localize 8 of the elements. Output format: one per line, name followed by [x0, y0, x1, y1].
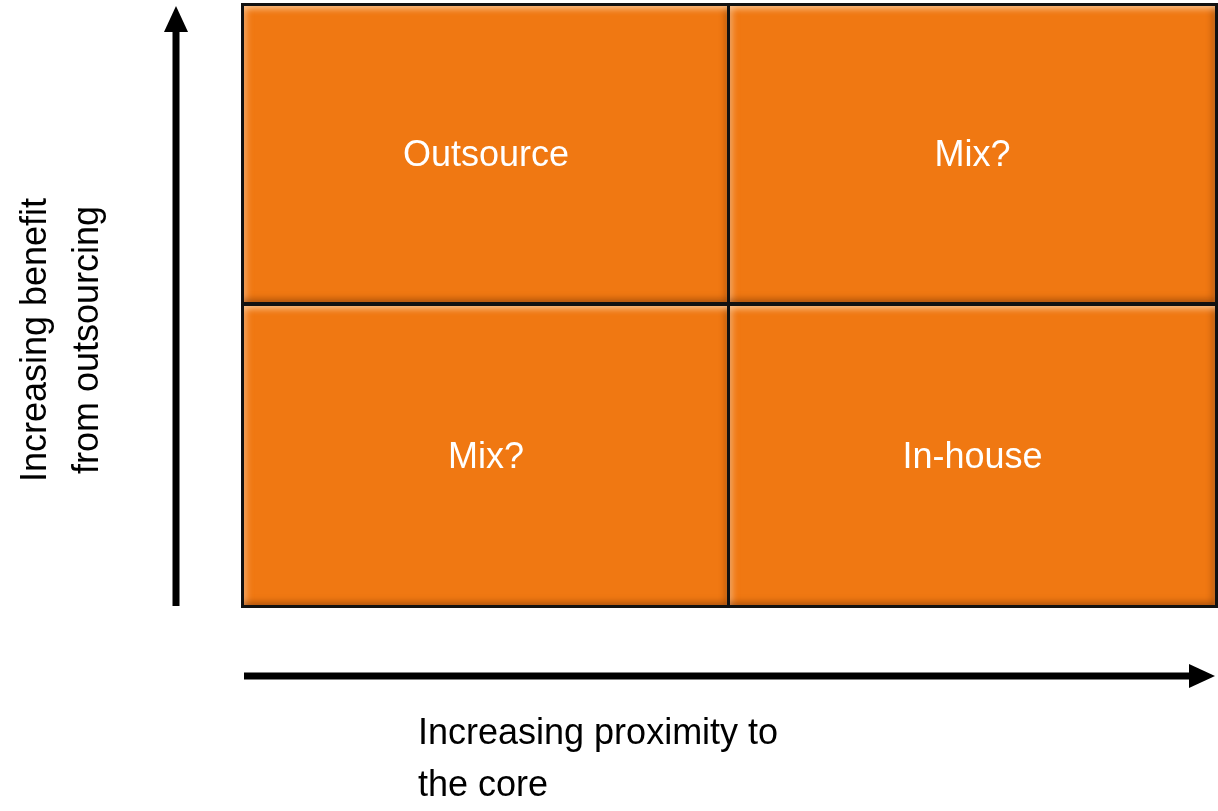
quadrant-label: Outsource	[402, 133, 570, 175]
axis-label: Increasing proximity to the core	[418, 710, 780, 806]
quadrant-cell	[727, 3, 1218, 305]
quadrant-label: In-house	[902, 434, 1043, 477]
quadrant-label: Mix?	[448, 434, 524, 477]
quadrant-cell	[727, 303, 1218, 608]
quadrant-label: Mix?	[934, 133, 1011, 175]
axis-label: Increasing benefit from outsourcing	[12, 196, 107, 485]
